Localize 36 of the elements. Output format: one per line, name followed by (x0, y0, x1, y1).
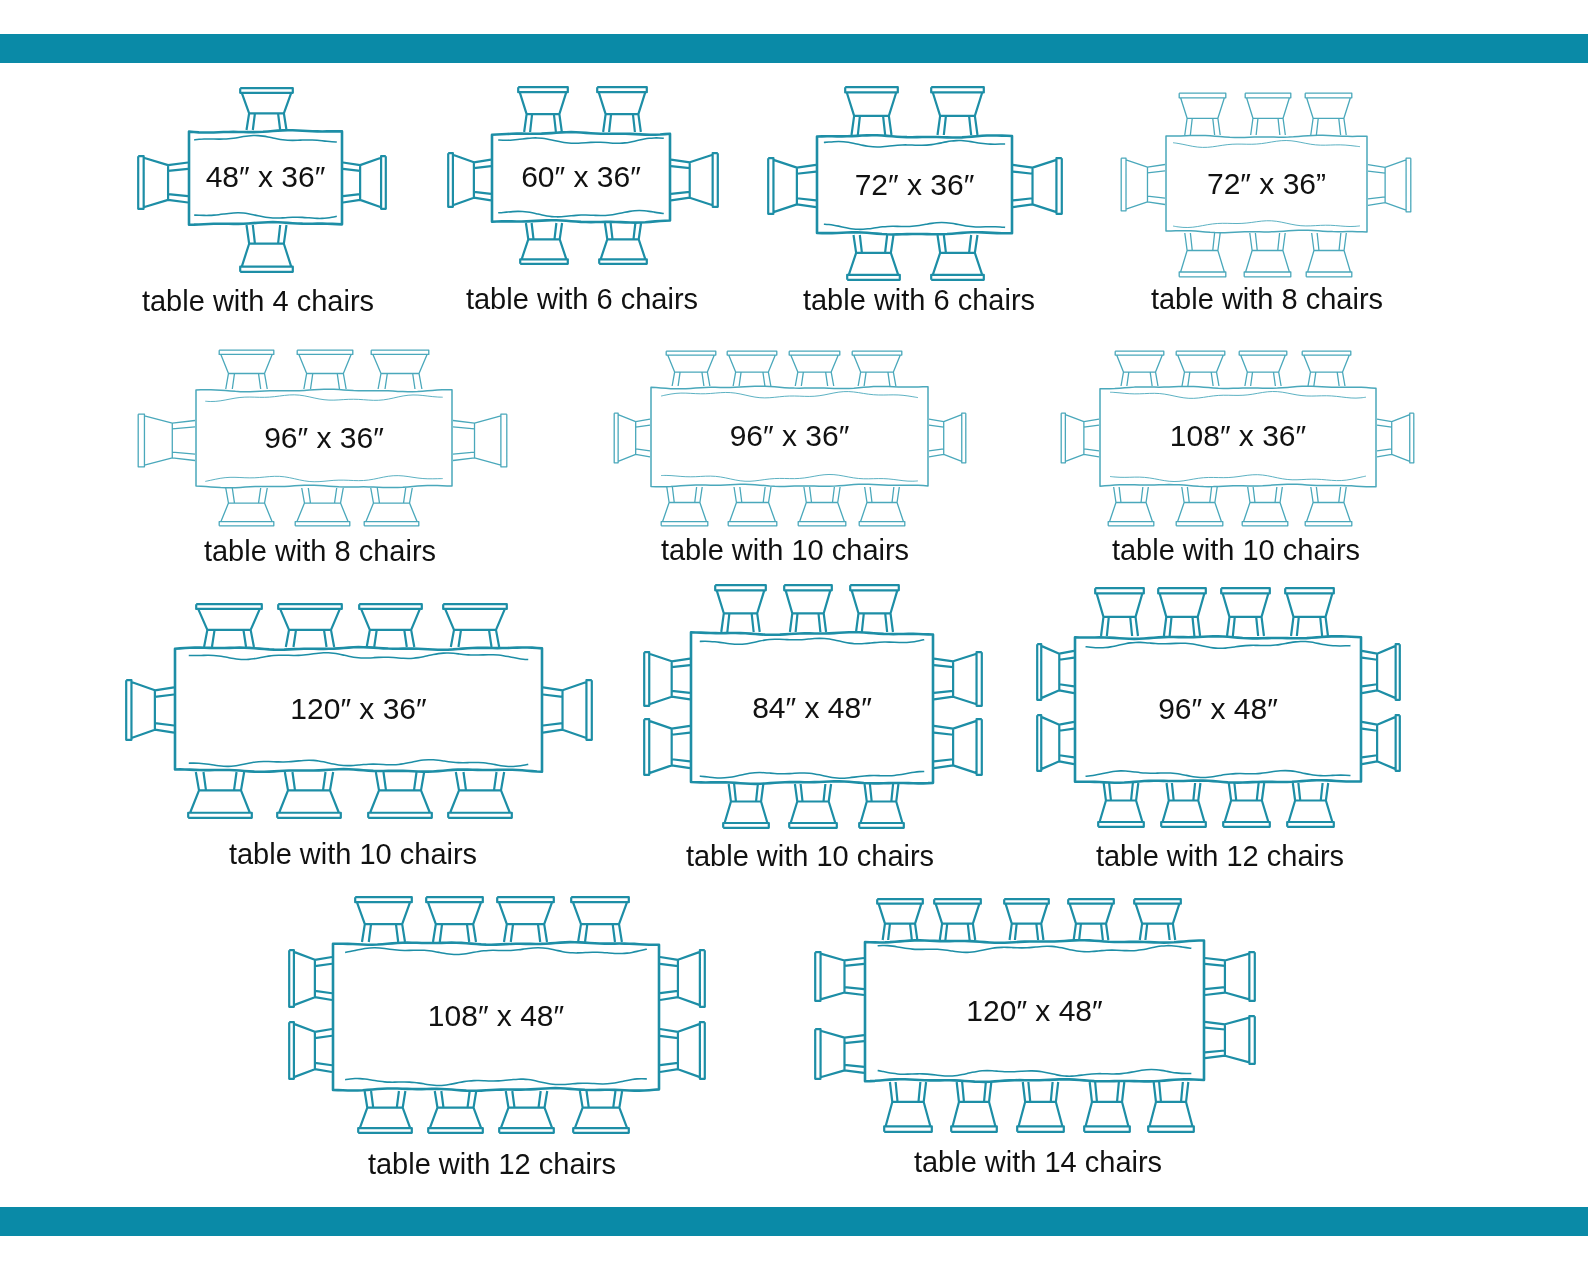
table-caption: table with 8 chairs (203, 535, 437, 569)
table-caption: table with 10 chairs (228, 838, 478, 872)
table-caption: table with 6 chairs (802, 284, 1036, 318)
size-label: 72″ x 36” (1207, 166, 1326, 202)
dining-table (816, 135, 1013, 235)
table-caption: table with 4 chairs (141, 285, 375, 319)
table-caption: table with 12 chairs (1095, 840, 1345, 874)
dining-table (690, 632, 934, 784)
size-label: 108″ x 48″ (427, 999, 565, 1034)
size-label: 48″ x 36″ (205, 160, 326, 195)
size-label: 108″ x 36″ (1169, 419, 1307, 454)
size-label: 60″ x 36″ (521, 160, 641, 195)
table-caption: table with 10 chairs (660, 534, 910, 568)
size-label: 96″ x 36″ (729, 419, 850, 454)
dining-table (174, 647, 543, 772)
table-caption: table with 8 chairs (1150, 283, 1384, 317)
table-caption: table with 14 chairs (913, 1146, 1163, 1180)
size-label: 72″ x 36″ (854, 167, 975, 203)
size-label: 96″ x 48″ (1158, 692, 1278, 727)
size-label: 84″ x 48″ (752, 690, 872, 726)
dining-table (188, 130, 343, 225)
table-caption: table with 10 chairs (1111, 534, 1361, 568)
dining-table (1099, 386, 1377, 487)
size-label: 96″ x 36″ (264, 421, 384, 456)
table-caption: table with 12 chairs (367, 1148, 617, 1182)
dining-table (195, 389, 453, 488)
table-caption: table with 6 chairs (465, 283, 699, 317)
dining-table (332, 942, 660, 1091)
size-label: 120″ x 48″ (966, 993, 1103, 1029)
size-label: 120″ x 36″ (290, 692, 427, 727)
dining-table (491, 132, 671, 223)
dining-table (1074, 636, 1362, 783)
dining-table (1165, 135, 1368, 233)
dining-table (650, 386, 929, 487)
table-caption: table with 10 chairs (685, 840, 935, 874)
dining-table (864, 940, 1205, 1082)
